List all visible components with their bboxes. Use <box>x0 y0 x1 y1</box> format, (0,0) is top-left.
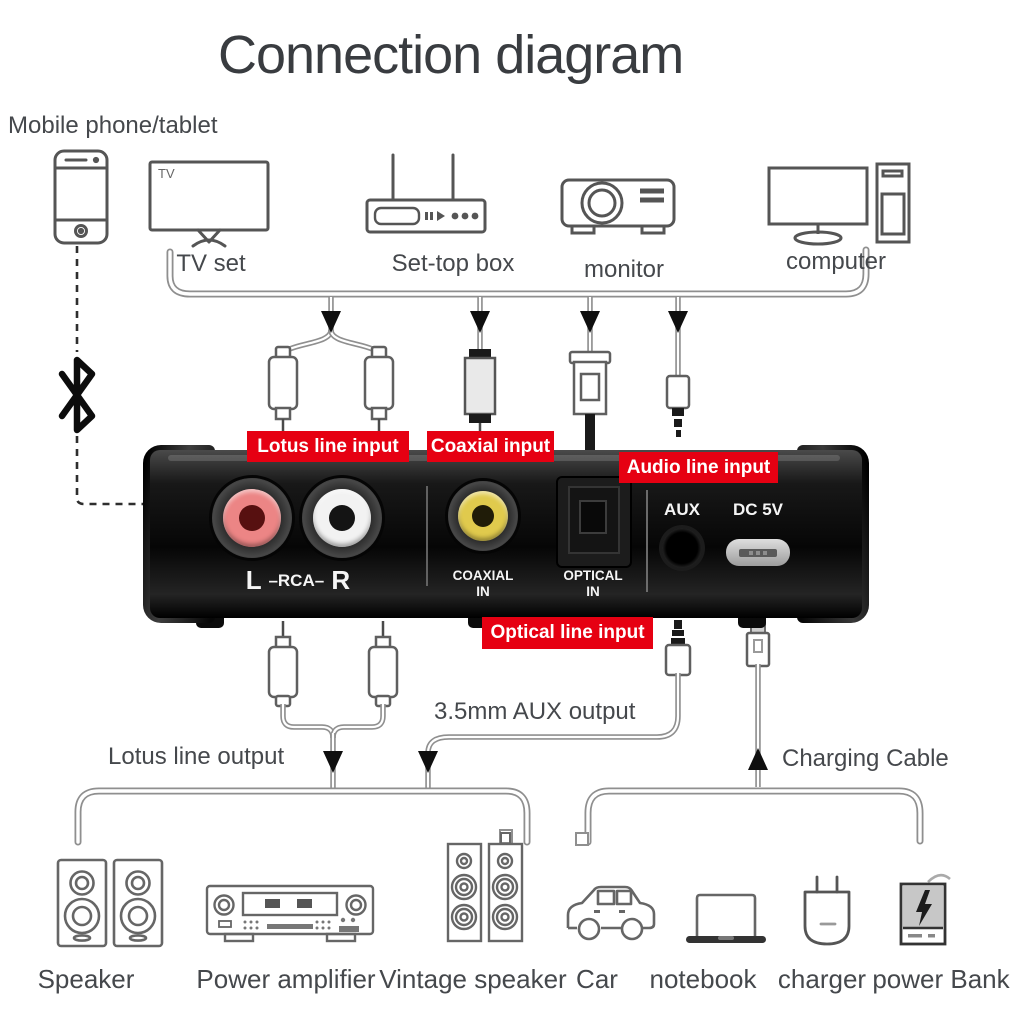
monitor-icon <box>560 178 676 235</box>
computer-icon <box>767 162 911 246</box>
arrow-up-icon <box>748 748 768 770</box>
rca-plug <box>363 345 395 433</box>
lotus-input-cable <box>267 297 395 433</box>
mobile-phone-icon <box>53 149 109 245</box>
mobile-phone-label: Mobile phone/tablet <box>8 112 218 139</box>
power-amplifier-label: Power amplifier <box>196 964 376 994</box>
car-icon <box>566 885 656 941</box>
lotus-input-label: Lotus line input <box>247 431 409 462</box>
rca-plug <box>367 621 399 708</box>
speaker-label: Speaker <box>37 964 135 994</box>
page-title: Connection diagram <box>218 25 684 85</box>
monitor-label: monitor <box>583 256 665 283</box>
coaxial-plug <box>463 349 497 433</box>
notebook-label: notebook <box>649 964 757 994</box>
arrow-down-icon <box>668 311 688 333</box>
rca-jack-right[interactable] <box>302 478 382 558</box>
set-top-box-label: Set-top box <box>391 250 515 277</box>
tv-screen-text: TV <box>158 166 175 181</box>
charging-cable-label: Charging Cable <box>782 745 949 772</box>
optical-port[interactable] <box>556 476 632 568</box>
optical-input-cable <box>568 297 612 450</box>
power-bank-label: power Bank <box>872 964 1010 994</box>
arrow-down-icon <box>580 311 600 333</box>
tv-set-icon: TV <box>148 160 270 248</box>
aux-output-cable <box>418 620 692 789</box>
car-label: Car <box>576 964 618 994</box>
panel-divider <box>646 490 648 592</box>
bluetooth-link <box>58 246 146 506</box>
aux-jack[interactable] <box>662 528 702 568</box>
charger-label: charger <box>777 964 867 994</box>
aux-plug <box>665 374 691 437</box>
arrow-down-icon <box>470 311 490 333</box>
optical-input-label: Optical line input <box>482 617 653 649</box>
rca-port-label: L –RCA– R <box>245 565 351 595</box>
bluetooth-icon <box>58 356 96 434</box>
audio-input-cable <box>665 297 691 437</box>
power-amplifier-icon <box>205 884 375 943</box>
arrow-down-icon <box>418 751 438 773</box>
aux-plug <box>664 620 692 677</box>
coaxial-input-cable <box>463 297 497 433</box>
audio-input-label: Audio line input <box>619 452 778 483</box>
aux-output-label: 3.5mm AUX output <box>434 698 636 725</box>
rca-plug <box>267 621 299 708</box>
lotus-output-cable <box>267 621 399 789</box>
tv-set-label: TV set <box>176 250 246 277</box>
computer-label: computer <box>785 248 887 275</box>
rca-plug <box>267 345 299 433</box>
aux-port-label: AUX <box>664 500 700 519</box>
notebook-icon <box>686 893 766 943</box>
arrow-down-icon <box>321 311 341 333</box>
charging-bus-cable <box>575 791 920 846</box>
speaker-icon <box>56 858 164 948</box>
vintage-speaker-icon <box>446 832 524 943</box>
set-top-box-icon <box>365 153 487 234</box>
top-bus-cable <box>170 250 866 294</box>
toslink-plug <box>568 350 612 450</box>
charger-icon <box>803 875 851 946</box>
lotus-output-label: Lotus line output <box>108 743 285 770</box>
dc-port-label: DC 5V <box>732 500 784 519</box>
charging-cable <box>745 617 771 787</box>
panel-divider <box>426 486 428 586</box>
vintage-speaker-label: Vintage speaker <box>379 964 567 994</box>
usb-port[interactable] <box>726 539 790 566</box>
coaxial-jack[interactable] <box>448 481 518 551</box>
coaxial-input-label: Coaxial input <box>427 431 554 462</box>
arrow-down-icon <box>323 751 343 773</box>
power-bank-icon <box>899 873 951 946</box>
rca-jack-left[interactable] <box>212 478 292 558</box>
